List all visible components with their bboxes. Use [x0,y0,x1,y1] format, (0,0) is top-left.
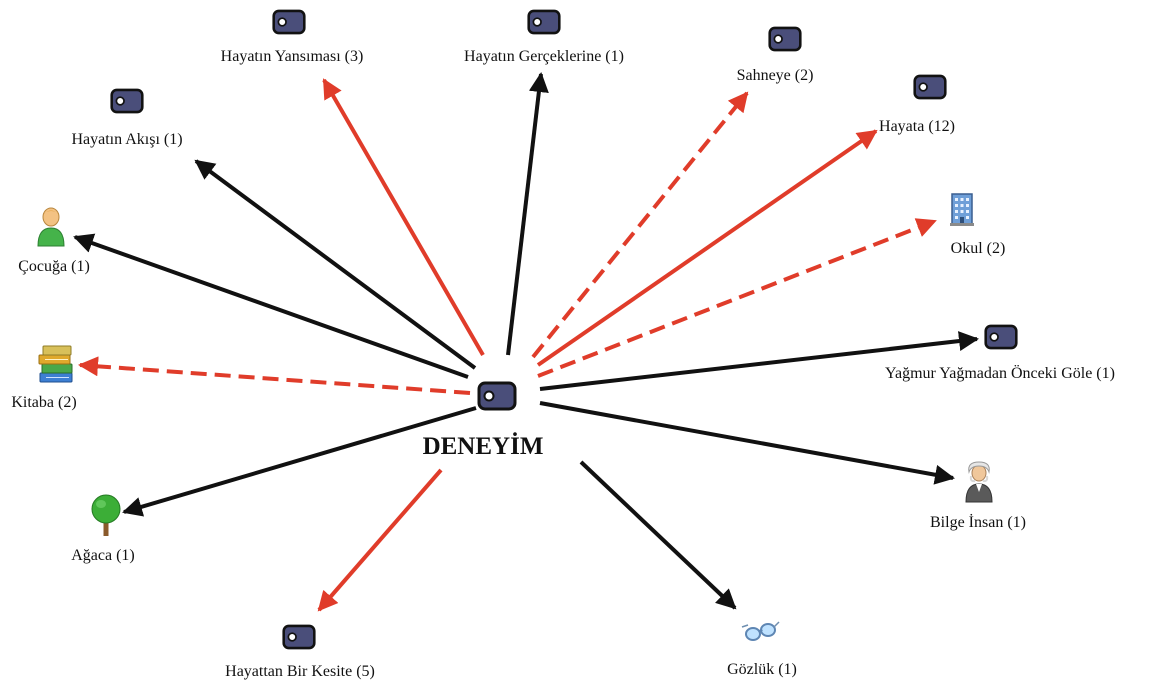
center-tag-icon[interactable] [477,381,517,411]
edge-yagmur [539,331,979,391]
tag-icon [110,88,144,114]
edge-hayatin-yansimasi [322,78,485,357]
edge-sahneye [531,91,749,359]
node-label: Ağaca (1) [71,547,135,564]
node-label: Hayatın Gerçeklerine (1) [464,48,624,65]
node-label: Bilge İnsan (1) [930,514,1026,531]
node-label: Hayatın Akışı (1) [71,131,183,148]
edge-hayatin-akisi [194,159,477,370]
person-icon [37,207,65,247]
edge-cocuga [73,233,469,379]
edge-bilge-insan [539,401,955,485]
edge-okul [537,218,937,378]
node-label: Hayata (12) [879,118,955,135]
node-label: Gözlük (1) [727,661,797,678]
node-label: Sahneye (2) [736,67,814,84]
tree-icon [91,494,121,536]
tag-icon [527,9,561,35]
node-label: Hayattan Bir Kesite (5) [225,663,375,680]
tag-icon [913,74,947,100]
edge-hayata [536,129,878,367]
building-icon [950,193,974,226]
node-label: Okul (2) [950,240,1006,257]
node-label: Yağmur Yağmadan Önceki Göle (1) [885,365,1115,382]
edge-agaca [122,406,477,517]
tag-icon [282,624,316,650]
node-label: Çocuğa (1) [18,258,90,275]
edge-kitaba [78,356,471,395]
edge-hayatin-gerceklerine [506,72,549,356]
wise-man-icon [965,461,993,503]
center-label: DENEYİM [422,433,544,460]
edge-gozluk [579,460,737,610]
tag-icon [272,9,306,35]
tag-icon [768,26,802,52]
glasses-icon [741,621,780,641]
edge-hayattan-bir-kesite [317,468,443,612]
node-label: Kitaba (2) [11,394,77,411]
books-icon [38,345,73,383]
node-label: Hayatın Yansıması (3) [220,48,364,65]
tag-icon [984,324,1018,350]
